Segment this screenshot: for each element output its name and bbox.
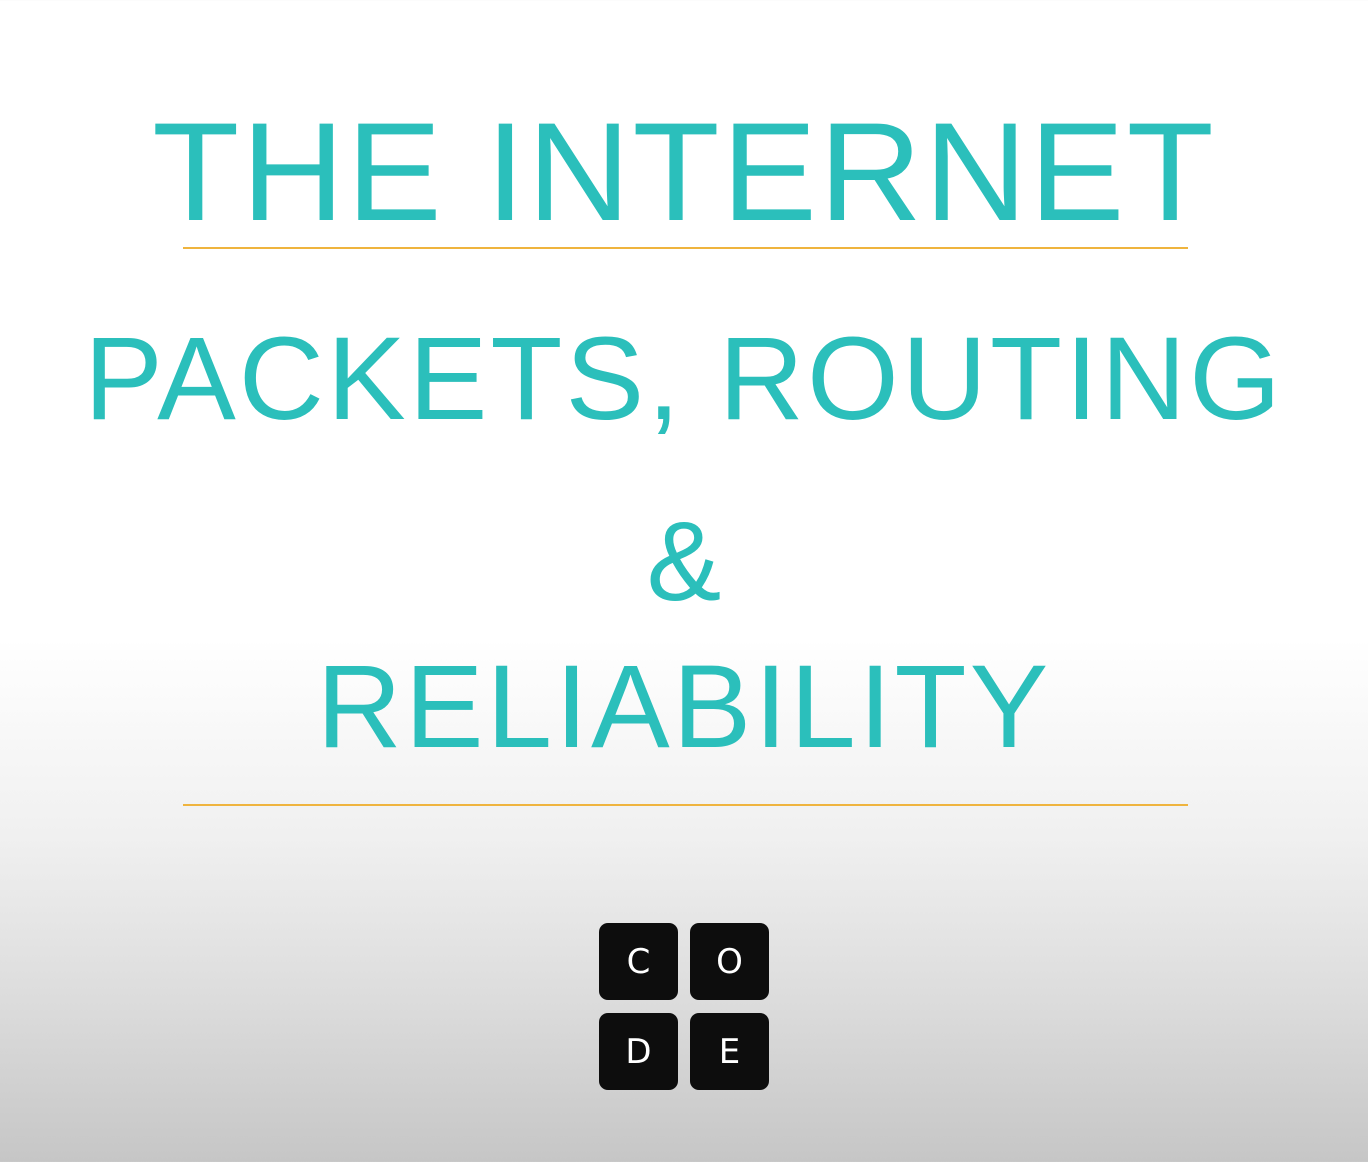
logo-tile-c: C bbox=[599, 923, 678, 1000]
slide-title-line-2: & bbox=[646, 499, 722, 624]
logo-tile-d: D bbox=[599, 1013, 678, 1090]
slide-heading: THE INTERNET bbox=[152, 93, 1216, 250]
logo-tile-e: E bbox=[690, 1013, 769, 1090]
top-divider bbox=[183, 247, 1188, 249]
logo-tile-o: O bbox=[690, 923, 769, 1000]
bottom-divider bbox=[183, 804, 1188, 806]
slide-title-line-1: PACKETS, ROUTING bbox=[84, 313, 1284, 445]
code-logo: C O D E bbox=[599, 923, 771, 1091]
slide-title-line-3: RELIABILITY bbox=[316, 641, 1052, 773]
